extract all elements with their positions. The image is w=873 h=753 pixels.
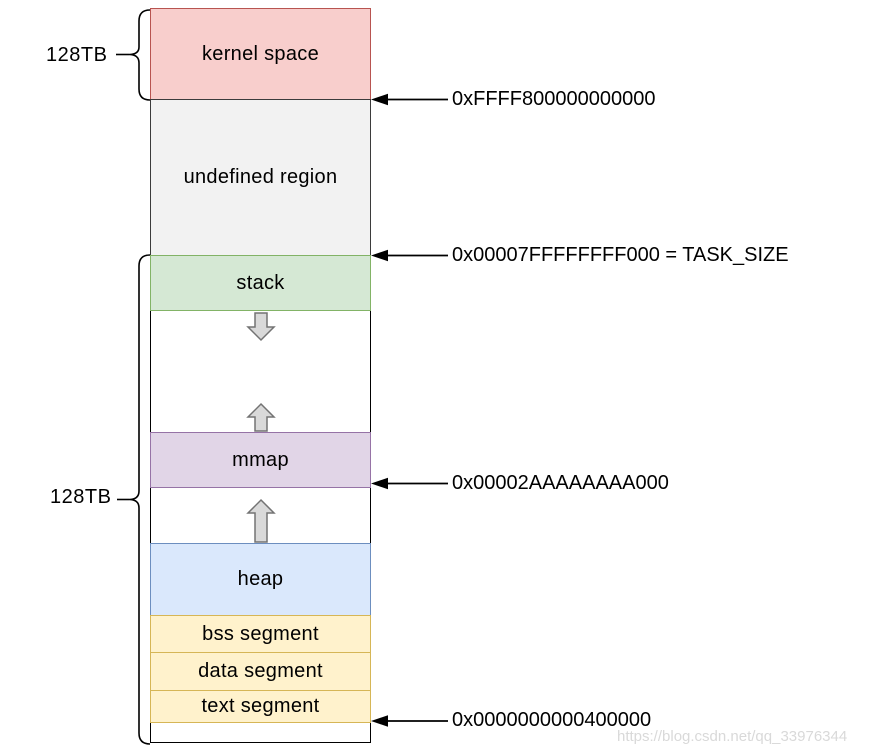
region-stack: stack <box>150 255 371 311</box>
size-label-user-128tb: 128TB <box>50 486 112 508</box>
pointer-arrow-task-size-icon <box>371 249 448 262</box>
region-undefined-label: undefined region <box>183 166 338 188</box>
region-data-segment: data segment <box>150 652 371 691</box>
address-task-size: 0x00007FFFFFFFF000 = TASK_SIZE <box>452 244 789 266</box>
pointer-arrow-text-base-icon <box>371 715 448 727</box>
region-bss-segment-label: bss segment <box>202 622 319 645</box>
address-kernel-base: 0xFFFF800000000000 <box>452 88 656 110</box>
region-heap-label: heap <box>237 568 284 590</box>
region-stack-mmap-gap <box>150 310 371 433</box>
region-text-segment-label: text segment <box>201 695 320 717</box>
region-bottom-reserved <box>150 722 371 743</box>
pointer-arrow-mmap-base-icon <box>371 477 448 490</box>
brace-kernel-icon <box>116 9 151 101</box>
address-mmap-base: 0x00002AAAAAAAA000 <box>452 472 669 494</box>
region-mmap: mmap <box>150 432 371 488</box>
region-bss-segment: bss segment <box>150 615 371 653</box>
region-mmap-label: mmap <box>232 448 289 471</box>
region-data-segment-label: data segment <box>198 660 323 682</box>
region-kernel-space-label: kernel space <box>202 42 319 65</box>
region-mmap-heap-gap <box>150 487 371 544</box>
region-kernel-space: kernel space <box>150 8 371 100</box>
pointer-arrow-kernel-base-icon <box>371 93 448 106</box>
region-text-segment: text segment <box>150 690 371 723</box>
brace-user-space-icon <box>117 254 151 745</box>
region-heap: heap <box>150 543 371 616</box>
region-stack-label: stack <box>236 271 285 294</box>
watermark-text: https://blog.csdn.net/qq_33976344 <box>617 728 848 745</box>
size-label-kernel-128tb: 128TB <box>46 44 108 66</box>
address-text-base: 0x0000000000400000 <box>452 709 652 731</box>
region-undefined: undefined region <box>150 99 371 256</box>
